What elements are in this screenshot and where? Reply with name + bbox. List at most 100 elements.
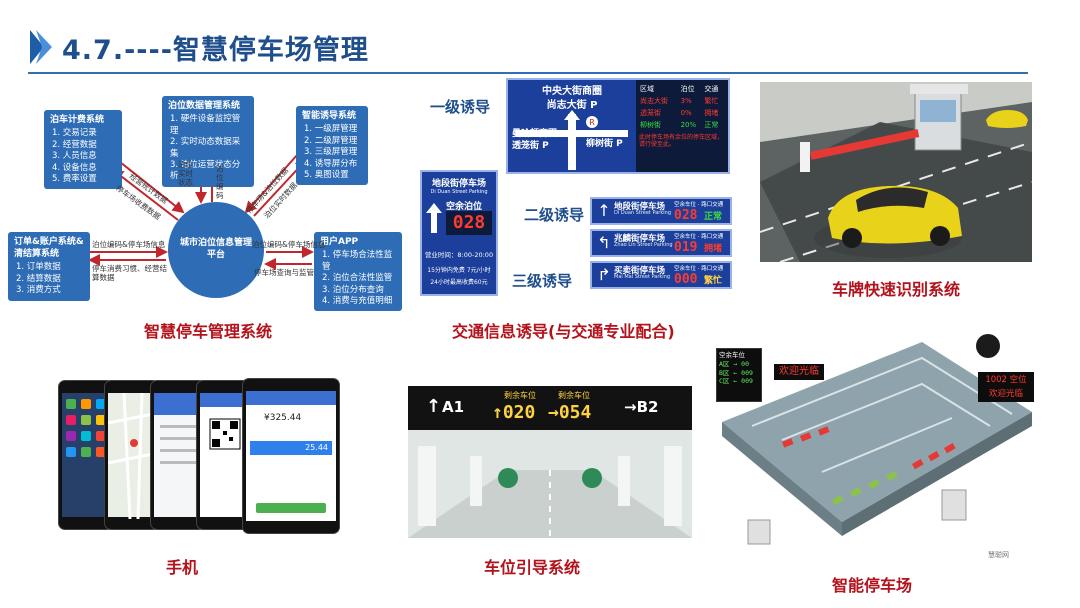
header-divider [28,72,1028,74]
row-sign-count: 028 [674,208,698,223]
order-item: 1. 订单数据 [16,262,61,273]
sign-note: 此时停车场有余位的停车区域，请行驶至此。 [639,134,724,149]
sign-left-district: 曼哈顿商圈 [512,129,558,139]
direction-arrow-icon: ↑ [597,201,611,220]
table-head: 泊位 [680,85,695,93]
phone-payment-screen: ¥325.44 25.44 [242,378,340,534]
mid-sign-fee: 15分钟内免费 7元/小时 [427,267,491,274]
management-diagram: 泊车计费系统 1. 交易记录 2. 经营数据 3. 人员信息 4. 设备信息 5… [8,92,408,314]
payment-amount-secondary: 25.44 [250,441,332,455]
row-sign-keywords: 空余车位 · 路口交通 [674,234,724,240]
row-sign-en: Di Duan Street Parking [614,210,671,216]
available-count-up: ↑020 [492,402,536,423]
mid-sign-name: 地段街停车场 [431,179,486,189]
billing-item: 4. 设备信息 [52,162,97,173]
available-count-right-value: 054 [558,402,592,423]
exit-board-line: 1002 空位 [985,375,1027,385]
caption-management-system: 智慧停车管理系统 [144,322,273,341]
board-center-label: 剩余车位 [504,391,536,400]
watermark: 慧聪网 [988,551,1009,559]
edge-label: 泊位编码 [216,164,224,200]
pay-button[interactable] [256,503,326,513]
mid-sign-fee-max: 24小时最高收费60元 [430,279,488,286]
berth-data-system-title: 泊位数据管理系统 [168,101,241,111]
edge-label: 停车消费习惯、经营结算数据 [92,264,167,282]
turn-right-arrow-icon: ↱ [597,265,611,284]
order-account-system-box: 订单&账户系统&清结算系统 1. 订单数据 2. 结算数据 3. 消费方式 [8,232,90,301]
app-item: 2. 泊位合法性监管 [322,273,393,284]
edge-label: 泊位编码&停车场信息 [92,240,166,249]
guide-system-title: 智能诱导系统 [302,111,357,121]
row-sign-keywords: 空余车位 · 路口交通 [674,266,724,272]
caption-smart-parking: 智能停车场 [832,576,913,595]
garage-interior-image [408,430,692,538]
level-2-row-sign: ↑ 地段街停车场 Di Duan Street Parking 空余车位 · 路… [590,197,732,225]
berth-data-system-box: 泊位数据管理系统 1. 硬件设备监控管理 2. 实时动态数据采集 3. 泊位运营… [162,96,254,187]
row-sign-en: Mai Mai Street Parking [614,274,671,280]
parking-guidance-photo: ↑ A1 剩余车位 剩余车位 ↑020 →054 →B2 [408,386,692,538]
row-sign-status: 繁忙 [704,276,723,286]
row-sign-name: 买卖街停车场 [614,266,666,276]
level-3-label: 三级诱导 [512,272,573,290]
guide-item: 5. 奥图设置 [304,170,349,181]
zone-right-value: B2 [636,398,659,416]
table-cell: 20% [680,121,697,129]
exit-welcome-board: 1002 空位 欢迎光临 [978,372,1034,402]
table-cell: 拥堵 [704,109,719,117]
guide-item: 4. 诱导屏分布 [304,158,358,169]
level-2-parking-sign: 地段街停车场 Di Duan Street Parking 空余泊位 028 营… [420,170,498,296]
svg-text:R: R [589,118,595,127]
sign-status-table: 区域 泊位 交通 尚志大街 3% 繁忙 透笼街 0% 拥堵 柳树街 20% 正常… [636,80,728,172]
table-cell: 透笼街 [640,109,661,117]
row-sign-count: 000 [674,272,698,287]
table-cell: 柳树街 [640,121,661,129]
mid-sign-en: Di Duan Street Parking [430,189,488,195]
guide-system-box: 智能诱导系统 1. 一级屏管理 2. 二级屏管理 3. 三级屏管理 4. 诱导屏… [296,106,368,186]
header-chevron-icon [30,30,52,64]
table-cell: 繁忙 [704,97,719,105]
level-1-sign: 中央大街商圈 尚志大街 P R 曼哈顿商圈 透笼街 P 柳树街 P 区域 泊位 … [506,78,730,174]
billing-system-box: 泊车计费系统 1. 交易记录 2. 经营数据 3. 人员信息 4. 设备信息 5… [44,110,122,190]
row-sign-status: 拥堵 [704,244,723,254]
payment-amount: ¥325.44 [264,413,302,423]
row-sign-status: 正常 [704,212,723,222]
table-cell: 尚志大街 [640,97,668,105]
app-item: 3. 泊位分布查询 [322,284,384,295]
table-cell: 0% [680,109,692,117]
billing-item: 3. 人员信息 [52,151,97,162]
menu-list-icon [160,425,198,464]
app-item: 4. 消费与充值明细 [322,296,393,307]
table-cell: 正常 [704,121,719,129]
caption-parking-guidance: 车位引导系统 [484,558,581,577]
sign-right-street: 柳树街 P [586,139,623,149]
zone-left-label: A1 [442,398,465,416]
sign-left-street: 透笼街 P [512,141,549,151]
entry-welcome-board: 欢迎光临 [774,364,824,380]
berth-item: 3. 泊位运营状态分析 [170,160,241,182]
guidance-board: ↑ A1 剩余车位 剩余车位 ↑020 →054 →B2 [408,386,692,430]
page-title: 4.7.----智慧停车场管理 [62,35,369,66]
sign-street: 尚志大街 P [546,100,598,111]
exit-board-line: 欢迎光临 [988,389,1023,399]
board-center-label-2: 剩余车位 [558,391,590,400]
app-icons-grid-icon [66,399,106,457]
table-cell: 3% [680,97,692,105]
mid-sign-count: 028 [446,211,492,235]
zone-right-label: →B2 [624,398,659,416]
available-count-up-value: 020 [502,402,536,423]
mid-sign-hours: 营业时间：8:00-20:00 [424,251,494,259]
table-head: 交通 [704,85,719,93]
level-2-label: 二级诱导 [524,206,585,224]
row-sign-name: 地段街停车场 [614,202,666,212]
guide-item: 2. 二级屏管理 [304,135,358,146]
edge-label: 泊位编码&停车场信息 [252,240,326,249]
caption-traffic-guidance: 交通信息诱导(与交通专业配合) [452,322,675,341]
caption-phone: 手机 [166,558,199,577]
vacancy-board-row: A区 → 00 [719,359,749,368]
smart-parking-illustration: 空余车位 A区 → 00 B区 ← 009 C区 ← 009 欢迎光临 1002… [712,322,1042,570]
billing-system-title: 泊车计费系统 [50,115,105,125]
parking-lot-3d-image [722,334,1032,545]
billing-item: 1. 交易记录 [52,128,97,139]
up-arrow-icon [426,203,442,233]
order-item: 3. 消费方式 [16,285,61,296]
